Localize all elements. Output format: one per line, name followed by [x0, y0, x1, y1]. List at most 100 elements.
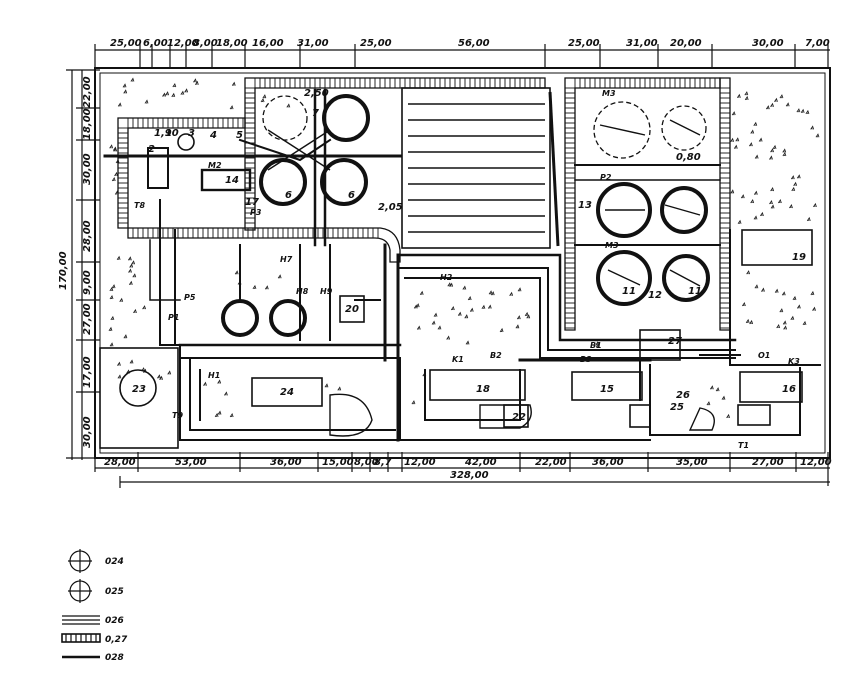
tank-small-1	[221, 299, 259, 337]
green-tuft	[791, 186, 796, 192]
green-tuft	[123, 89, 128, 94]
label-14: 14	[225, 175, 239, 186]
green-tuft	[469, 307, 474, 312]
tank-small-2	[269, 299, 307, 337]
green-tuft	[109, 286, 114, 292]
pipe-label: H9	[320, 287, 333, 296]
sedimentation-tank-block	[401, 87, 560, 249]
green-tuft	[437, 325, 442, 330]
label-27: 27	[668, 336, 682, 347]
green-tuft	[796, 174, 801, 179]
building-19	[741, 229, 813, 266]
green-tuft	[772, 144, 777, 150]
tank-secondary-2	[661, 105, 707, 151]
green-tuft	[416, 325, 421, 330]
green-tuft	[224, 391, 228, 396]
dim-bottom-4: 15,00	[322, 457, 354, 468]
green-tuft	[750, 198, 755, 204]
green-tuft	[721, 395, 726, 400]
building-yard-left	[99, 347, 179, 449]
green-tuft	[413, 304, 418, 309]
green-tuft	[770, 102, 774, 107]
label-12: 12	[648, 290, 662, 301]
dim-top-6: 16,00	[252, 38, 284, 49]
pipe-label: B3	[580, 355, 592, 364]
green-tuft	[110, 315, 115, 321]
pipe-label: P3	[250, 208, 262, 217]
tank-digester-4	[320, 158, 368, 206]
green-tuft	[109, 144, 114, 149]
legend-label-028: 028	[105, 653, 124, 663]
green-tuft	[793, 181, 798, 186]
bottom-dimension-labels: 28,00 53,00 36,00 15,00 8,00 8,7 12,00 4…	[104, 457, 832, 481]
label-19: 19	[792, 252, 806, 263]
label-16: 16	[782, 384, 796, 395]
green-tuft	[753, 215, 758, 220]
label-6a: 6	[285, 190, 292, 201]
dim-top-4: 8,00	[193, 38, 218, 49]
label-7: 7	[312, 108, 319, 119]
green-tuft	[765, 105, 770, 110]
building-18	[429, 369, 526, 401]
green-tuft	[127, 256, 132, 261]
pipe-label: H8	[296, 287, 309, 296]
green-tuft	[260, 98, 265, 103]
green-tuft	[286, 103, 291, 108]
green-tuft	[133, 308, 137, 314]
dim-top-10: 25,00	[568, 38, 600, 49]
green-tuft	[324, 383, 329, 388]
label-18: 18	[476, 384, 490, 395]
green-tuft	[812, 306, 816, 311]
green-tuft	[464, 314, 469, 319]
green-tuft	[806, 216, 811, 222]
green-tuft	[748, 142, 753, 147]
elevation-1: 2,50	[304, 88, 329, 99]
green-tuft	[750, 129, 755, 134]
pipe-label: T8	[134, 201, 145, 210]
dim-left-1: 22,00	[82, 76, 93, 108]
green-tuft	[509, 291, 514, 296]
tank-digester-3	[259, 158, 307, 206]
green-tuft	[130, 77, 135, 82]
label-13: 13	[578, 200, 592, 211]
green-tuft	[774, 97, 778, 103]
green-tuft	[770, 148, 774, 153]
green-tuft	[790, 175, 795, 180]
top-dimension-labels: 25,00 6,00 12,00 8,00 18,00 16,00 31,00 …	[110, 38, 830, 49]
dim-bottom-12: 27,00	[752, 457, 784, 468]
pipe-network	[103, 88, 821, 442]
green-tuft	[411, 400, 416, 405]
tank-digester-2	[322, 94, 370, 142]
building-27	[639, 329, 681, 361]
pipe-labels: P1 P2 P3 P5 M3 M2 M3 H1 H2 H7 H8 H9 B1 B…	[134, 89, 800, 450]
green-tuft	[111, 284, 116, 289]
green-tuft	[129, 359, 134, 364]
legend-item-027	[61, 633, 101, 643]
green-tuft	[782, 148, 787, 153]
green-tuft	[488, 290, 493, 295]
green-tuft	[726, 413, 731, 419]
dim-bottom-total: 328,00	[450, 470, 489, 481]
green-tuft	[810, 290, 815, 296]
pipe-label: M3	[602, 89, 616, 98]
green-tuft	[730, 189, 735, 194]
green-tuft	[706, 401, 711, 406]
dim-top-9: 56,00	[458, 38, 490, 49]
green-tuft	[157, 374, 161, 379]
label-6b: 6	[348, 190, 355, 201]
green-tuft	[730, 137, 735, 143]
green-tuft	[193, 78, 197, 83]
legend-item-024	[68, 549, 92, 573]
legend: 024 025 026 0,27 028	[61, 549, 128, 663]
green-tuft	[796, 108, 801, 113]
green-tuft	[108, 326, 113, 332]
green-tuft	[745, 318, 750, 324]
dim-left-total: 170,00	[58, 251, 69, 290]
dim-bottom-13: 12,00	[800, 457, 832, 468]
green-tuft	[800, 108, 805, 114]
green-tuft	[114, 171, 118, 177]
label-11a: 11	[622, 286, 636, 297]
green-tuft	[171, 92, 176, 98]
pipe-label: H7	[280, 255, 293, 264]
green-tuft	[770, 204, 775, 209]
